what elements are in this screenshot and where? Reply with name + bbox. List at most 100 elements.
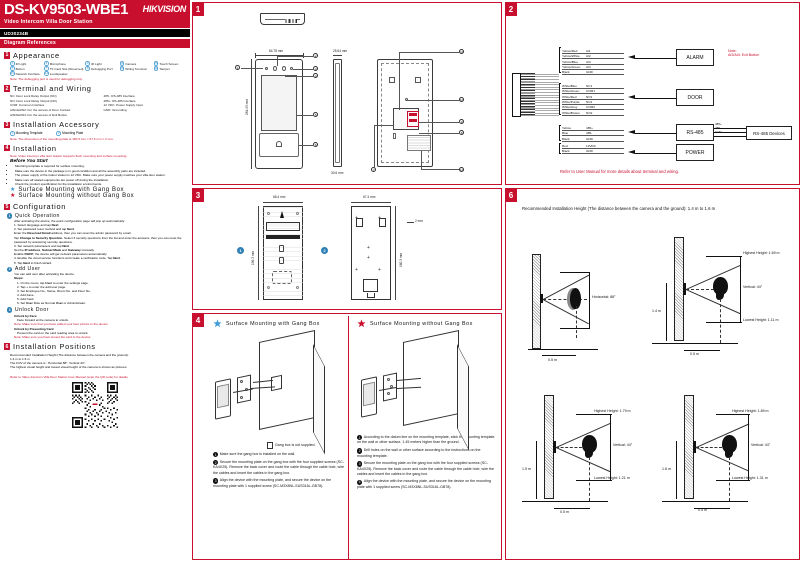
appearance-item-label: Microphone (49, 61, 66, 66)
plate-cross-mark: + (355, 215, 358, 221)
subsection-quick-operation: 1 Quick Operation (7, 213, 186, 219)
device-marker (540, 294, 543, 303)
appearance-index-icon: 11 (10, 71, 15, 77)
person-head-silhouette (570, 288, 581, 309)
fov-lower-bound (560, 328, 590, 329)
step-number-badge: 1 (213, 452, 219, 458)
mounting-without-gangbox-illustration (357, 330, 495, 451)
product-label (407, 135, 431, 151)
wire-signal-label: 12VDC (586, 144, 596, 148)
mounting-with-gangbox: Surface Mounting with Gang Box Gan (213, 319, 345, 489)
plate-cable-hole (363, 279, 378, 292)
wire-color-label: Black (562, 149, 570, 154)
template-ruler-marks (263, 206, 303, 300)
template-up-arrow-icon (280, 211, 284, 218)
installation-bullet: Make sure the device in the package is i… (15, 169, 186, 173)
accessory-note: Note: The dimension of the mounting plat… (10, 136, 114, 141)
horizontal-fov-label: Horizontal: 88° (592, 295, 616, 299)
terminal-pin-row (409, 113, 417, 116)
appearance-item-label: Loudspeaker (49, 71, 68, 76)
camera-icon (282, 66, 286, 71)
alarm-arrow-icon (628, 55, 635, 59)
network-interface-hole (405, 98, 408, 101)
lowest-height-label: Lowest Height: 1.11 m (743, 318, 779, 322)
star-icon-red (357, 319, 366, 328)
appearance-item-label: IR Light (91, 61, 102, 66)
quick-operation-line: 3. Set network parameters and tap Next. (14, 243, 70, 248)
section-number: 1 (4, 52, 10, 59)
top-view-connector (285, 18, 297, 23)
terminal-line: GND: Grounding (103, 108, 127, 113)
wire-color-label: Blue (562, 131, 569, 136)
appearance-index-icon: 12 (44, 71, 49, 77)
appearance-index-icon: 10 (153, 66, 159, 71)
positions-line: The highest visual height and lowest vis… (10, 365, 128, 370)
wiring-footer-note: Refer to User Manual for more details ab… (560, 169, 679, 174)
highest-height-label: Highest Height: 1.69 m (743, 251, 780, 255)
panel-number: 2 (505, 2, 517, 16)
plate-screw-hole (240, 380, 243, 383)
add-user-step: 4. Add Face. (17, 293, 35, 298)
add-user-step: 3. Set Employee No., Name, Room No. and … (17, 288, 91, 293)
positions-line: Recommended Installation Height (The dis… (10, 352, 129, 357)
mounting-mode-2: ★Surface Mounting without Gang Box (10, 193, 186, 199)
installation-bullet-list: Mounting template is required for surfac… (10, 164, 186, 186)
appearance-item-label: Debugging Port (91, 66, 113, 71)
wire-signal-label: GND (586, 70, 593, 75)
highest-bound-line (716, 414, 750, 415)
figure-horizontal-fov: Horizontal: 88° 0.5 m (514, 244, 644, 374)
install-height-label: 1.6 m (662, 467, 671, 471)
door-group-bracket (559, 83, 561, 115)
distance-label: 0.5 m (560, 510, 569, 514)
panel-number: 1 (192, 2, 204, 16)
unlock-by-face-note: Note: Make sure that you have added your… (14, 322, 109, 327)
subsection-title: Add User (14, 266, 41, 273)
wire-signal-label: GND (586, 136, 593, 141)
step-number-badge: 2 (357, 448, 363, 454)
panel-appearance-drawing: 1 84.78 mm 281.93 mm 1 2 3 4 5 6 (192, 2, 502, 185)
unlock-by-card-heading: Unlock by Presenting Card (14, 326, 54, 331)
appearance-index-icon: 9 (119, 66, 125, 71)
note-title: Note: (728, 49, 737, 53)
button-area (259, 133, 299, 157)
add-user-step: 1. On the menu, tap User to enter the se… (17, 280, 89, 285)
mounting-plate (351, 206, 391, 300)
person-shoulder-silhouette (716, 292, 724, 300)
distance-label: 0.5 m (548, 358, 557, 362)
user-manual-reference: Refer to Video Intercom Villa Door Stati… (10, 375, 129, 380)
step-number-badge: 2 (213, 460, 219, 466)
distance-dim-line (554, 508, 590, 509)
person-center-dashed-line (729, 457, 730, 501)
step-text: Secure the mounting plate on the gang bo… (357, 461, 495, 476)
appearance-item-label: Touch Screen (159, 61, 179, 66)
ground-line (522, 501, 608, 503)
template-width-label: 68.4 mm (273, 195, 286, 199)
step-text: Drill holes on the wall or other surface… (357, 448, 481, 458)
power-group-bracket (559, 143, 561, 154)
figure-height-1-4: Highest Height: 1.69 m Lowest Height: 1.… (646, 231, 801, 371)
wire-color-label: White/Green (562, 89, 580, 94)
logo-vision: VISION (157, 4, 186, 14)
add-user-step: 2. Tap + to enter the add user page. (17, 284, 67, 289)
plate-cross-mark: + (355, 267, 358, 273)
document-code: UD30234B (0, 29, 190, 38)
wire-signal-label: GND (586, 149, 593, 154)
subsection-number: 1 (7, 213, 13, 219)
person-center-dashed-line (589, 457, 590, 501)
power-box: POWER (676, 144, 714, 161)
appearance-item-label: Network Interface (15, 71, 40, 76)
